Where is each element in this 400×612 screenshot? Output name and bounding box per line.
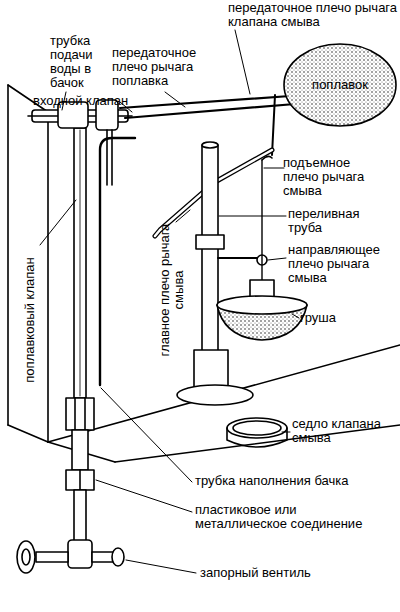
part-label: переливная труба <box>288 207 368 235</box>
part-label: запорный вентиль <box>200 566 350 580</box>
part-label: главное плечо рычага смыва <box>158 220 186 360</box>
part-label: передаточное плечо рычага клапана смыва <box>228 1 400 29</box>
overflow-pipe <box>177 142 272 405</box>
part-label: входной клапан <box>33 94 133 108</box>
flush-bulb <box>217 280 307 340</box>
float-label: поплавок <box>283 78 397 92</box>
valve-seat <box>227 418 287 447</box>
fill-valve <box>17 128 135 573</box>
part-label: груша <box>300 311 360 325</box>
part-label: седло клапана смыва <box>292 417 392 445</box>
part-label: передаточное плечо рычага поплавка <box>112 46 212 88</box>
part-label: трубка наполнения бачка <box>195 474 395 488</box>
part-label: поплавковый клапан <box>23 245 37 395</box>
tank-wall <box>8 85 400 462</box>
float-node: поплавок <box>283 43 397 127</box>
part-label: трубка подачи воды в бачок <box>50 34 112 90</box>
part-label: подъемное плечо рычага смыва <box>283 156 378 198</box>
inlet-valve <box>28 100 132 185</box>
part-label: пластиковое или металлическое соединение <box>195 503 385 531</box>
part-label: направляющее плечо рычага смыва <box>288 243 388 285</box>
leader-line <box>40 30 299 573</box>
